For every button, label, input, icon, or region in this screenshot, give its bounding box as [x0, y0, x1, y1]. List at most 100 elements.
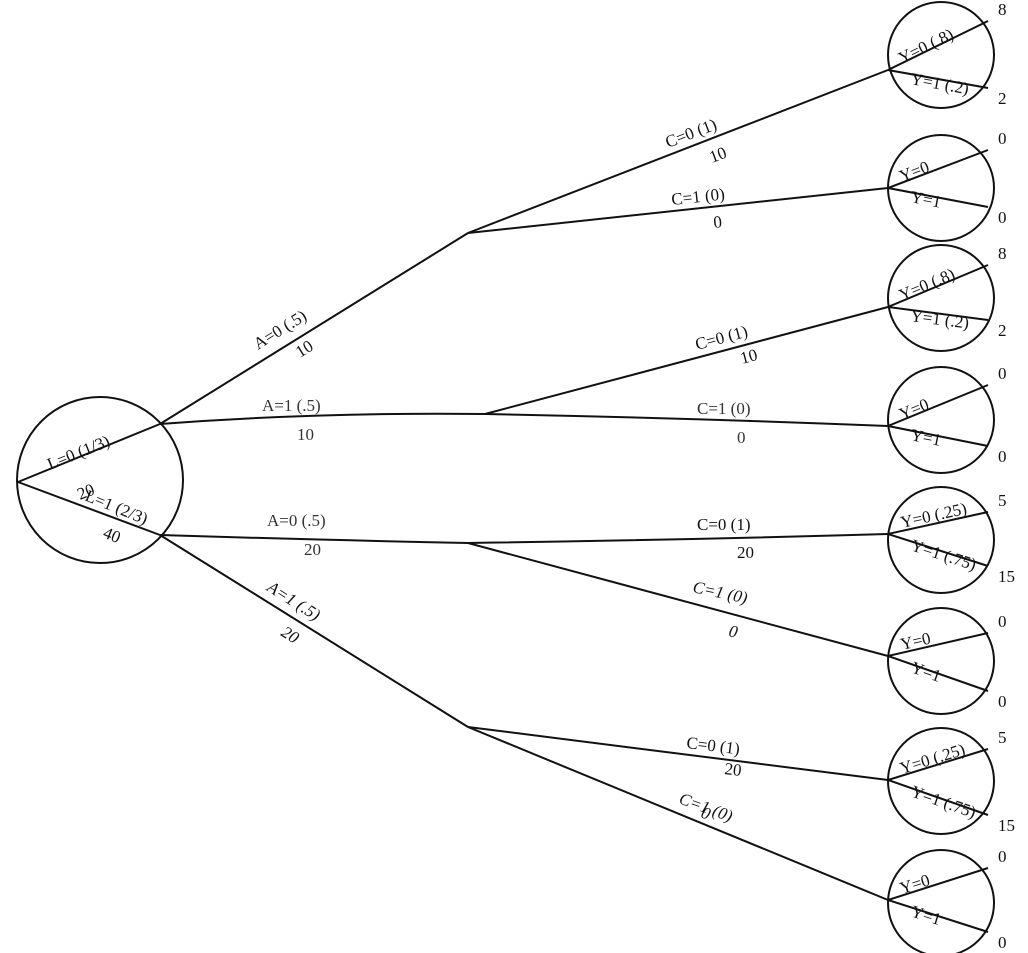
y1-count: 0 [998, 447, 1007, 466]
a1-l1-count: 20 [278, 622, 303, 647]
y1-label: Y=1 (.75) [909, 782, 979, 822]
y0-label: Y=0 [896, 395, 931, 424]
y1-branch [887, 899, 989, 933]
branch-c0-3 [467, 533, 889, 544]
y1-count: 15 [998, 567, 1015, 586]
y1-count: 0 [998, 692, 1007, 711]
y1-count: 0 [998, 933, 1007, 952]
leaf-circle [887, 607, 995, 715]
y0-branch [887, 264, 989, 308]
y0-branch [887, 20, 989, 71]
leaf-node: Y=0Y=1 0 0 [887, 847, 1007, 953]
root-l1-label: L=1 (2/3) [83, 486, 151, 528]
y1-branch [887, 306, 989, 321]
y0-branch [887, 632, 989, 657]
leaf-circle [887, 486, 995, 594]
y0-count: 8 [998, 0, 1007, 19]
leaf-circle [887, 727, 995, 835]
y1-branch [887, 69, 989, 89]
y0-label: Y=0 (.8) [896, 264, 957, 304]
y0-count: 0 [998, 847, 1007, 866]
leaf-node: Y=0 (.25) Y=1 (.75) 5 15 [887, 486, 1015, 594]
c-count-1: 10 [707, 143, 730, 167]
leaf-node: Y=0Y=1 0 0 [887, 364, 1007, 474]
y1-branch [887, 187, 989, 208]
root-branch-l0 [17, 423, 161, 483]
y0-label: Y=0 [897, 870, 932, 897]
y1-branch [887, 533, 989, 567]
y0-label: Y=0 [899, 629, 933, 654]
branch-c1-1 [467, 187, 889, 234]
y1-label: Y=1 [909, 425, 943, 450]
y0-branch [887, 748, 989, 781]
leaf-node: Y=0 (.8)Y=1 (.2) 8 2 [887, 0, 1007, 109]
a1-l0-label: A=1 (.5) [262, 396, 321, 415]
y1-count: 15 [998, 816, 1015, 835]
branch-c1-3 [467, 542, 889, 657]
leaf-circle [887, 366, 995, 474]
y1-label: Y=1 (.75) [909, 536, 979, 575]
branch-c0-2 [484, 306, 889, 415]
y0-count: 5 [998, 491, 1007, 510]
root-l1-count: 40 [101, 523, 124, 547]
leaf-node: Y=0Y=1 0 0 [887, 129, 1007, 242]
y1-label: Y=1 [909, 187, 942, 211]
y0-branch [887, 384, 989, 427]
root-branch-l1 [17, 481, 161, 536]
c-level-branches: C=0 (1) 10 C=1 (0) 0 C=0 (1) 10 C=1 (0) … [467, 69, 889, 901]
y0-label: Y=0 (.8) [895, 25, 956, 68]
c-count-5: 20 [737, 543, 754, 562]
c-label-4: C=1 (0) [697, 399, 751, 418]
branch-a0-l1 [159, 534, 469, 544]
c-label-6: C=1 (0) [691, 577, 749, 607]
y1-count: 2 [998, 321, 1007, 340]
y0-label: Y=0 (.25) [899, 499, 969, 532]
leaf-circle [887, 1, 995, 109]
a-level-branches: A=0 (.5) 10 A=1 (.5) 10 A=0 (.5) 20 A=1 … [159, 232, 486, 728]
leaf-circle [887, 244, 995, 352]
branch-a0-l0 [159, 232, 469, 425]
y0-branch [887, 867, 989, 901]
c-label-5: C=0 (1) [697, 515, 751, 534]
y1-branch [887, 779, 989, 816]
branch-c1-2 [484, 413, 889, 427]
c-count-6: 0 [727, 621, 740, 641]
y0-count: 0 [998, 612, 1007, 631]
root-circle [16, 396, 184, 564]
y1-branch [887, 655, 989, 692]
c-count-7: 20 [724, 759, 743, 780]
y1-label: Y=1 [909, 902, 944, 929]
y1-label: Y=1 (.2) [909, 69, 970, 98]
y0-branch [887, 511, 989, 535]
y0-count: 8 [998, 244, 1007, 263]
y1-label: Y=1 (.2) [909, 306, 970, 332]
leaf-node: Y=0 (.25) Y=1 (.75) 5 15 [887, 727, 1015, 835]
a0-l1-label: A=0 (.5) [267, 511, 326, 530]
leaf-circle [887, 134, 995, 242]
c-count-4: 0 [737, 428, 746, 447]
leaf-circle [887, 849, 995, 953]
c-count-2: 0 [712, 212, 722, 232]
y0-label: Y=0 (.25) [898, 740, 968, 778]
branch-c0-4 [467, 726, 889, 781]
y0-count: 0 [998, 129, 1007, 148]
y0-count: 5 [998, 728, 1007, 747]
leaf-node: Y=0Y=1 0 0 [887, 607, 1007, 715]
a1-l0-count: 10 [297, 425, 314, 444]
branch-c1-4 [467, 726, 889, 901]
branch-a1-l1 [159, 534, 469, 728]
branch-c0-1 [467, 69, 889, 234]
y1-branch [887, 425, 989, 447]
y1-count: 2 [998, 89, 1007, 108]
y1-count: 0 [998, 208, 1007, 227]
branch-a1-l0 [159, 412, 486, 425]
y0-branch [887, 149, 989, 189]
y0-label: Y=0 [897, 157, 932, 186]
root-l0-label: L=0 (1/3) [44, 431, 112, 473]
root-node: L=0 (1/3) 20 L=1 (2/3) 40 [16, 396, 184, 564]
y1-label: Y=1 [909, 658, 944, 686]
y0-count: 0 [998, 364, 1007, 383]
a0-l1-count: 20 [304, 540, 321, 559]
